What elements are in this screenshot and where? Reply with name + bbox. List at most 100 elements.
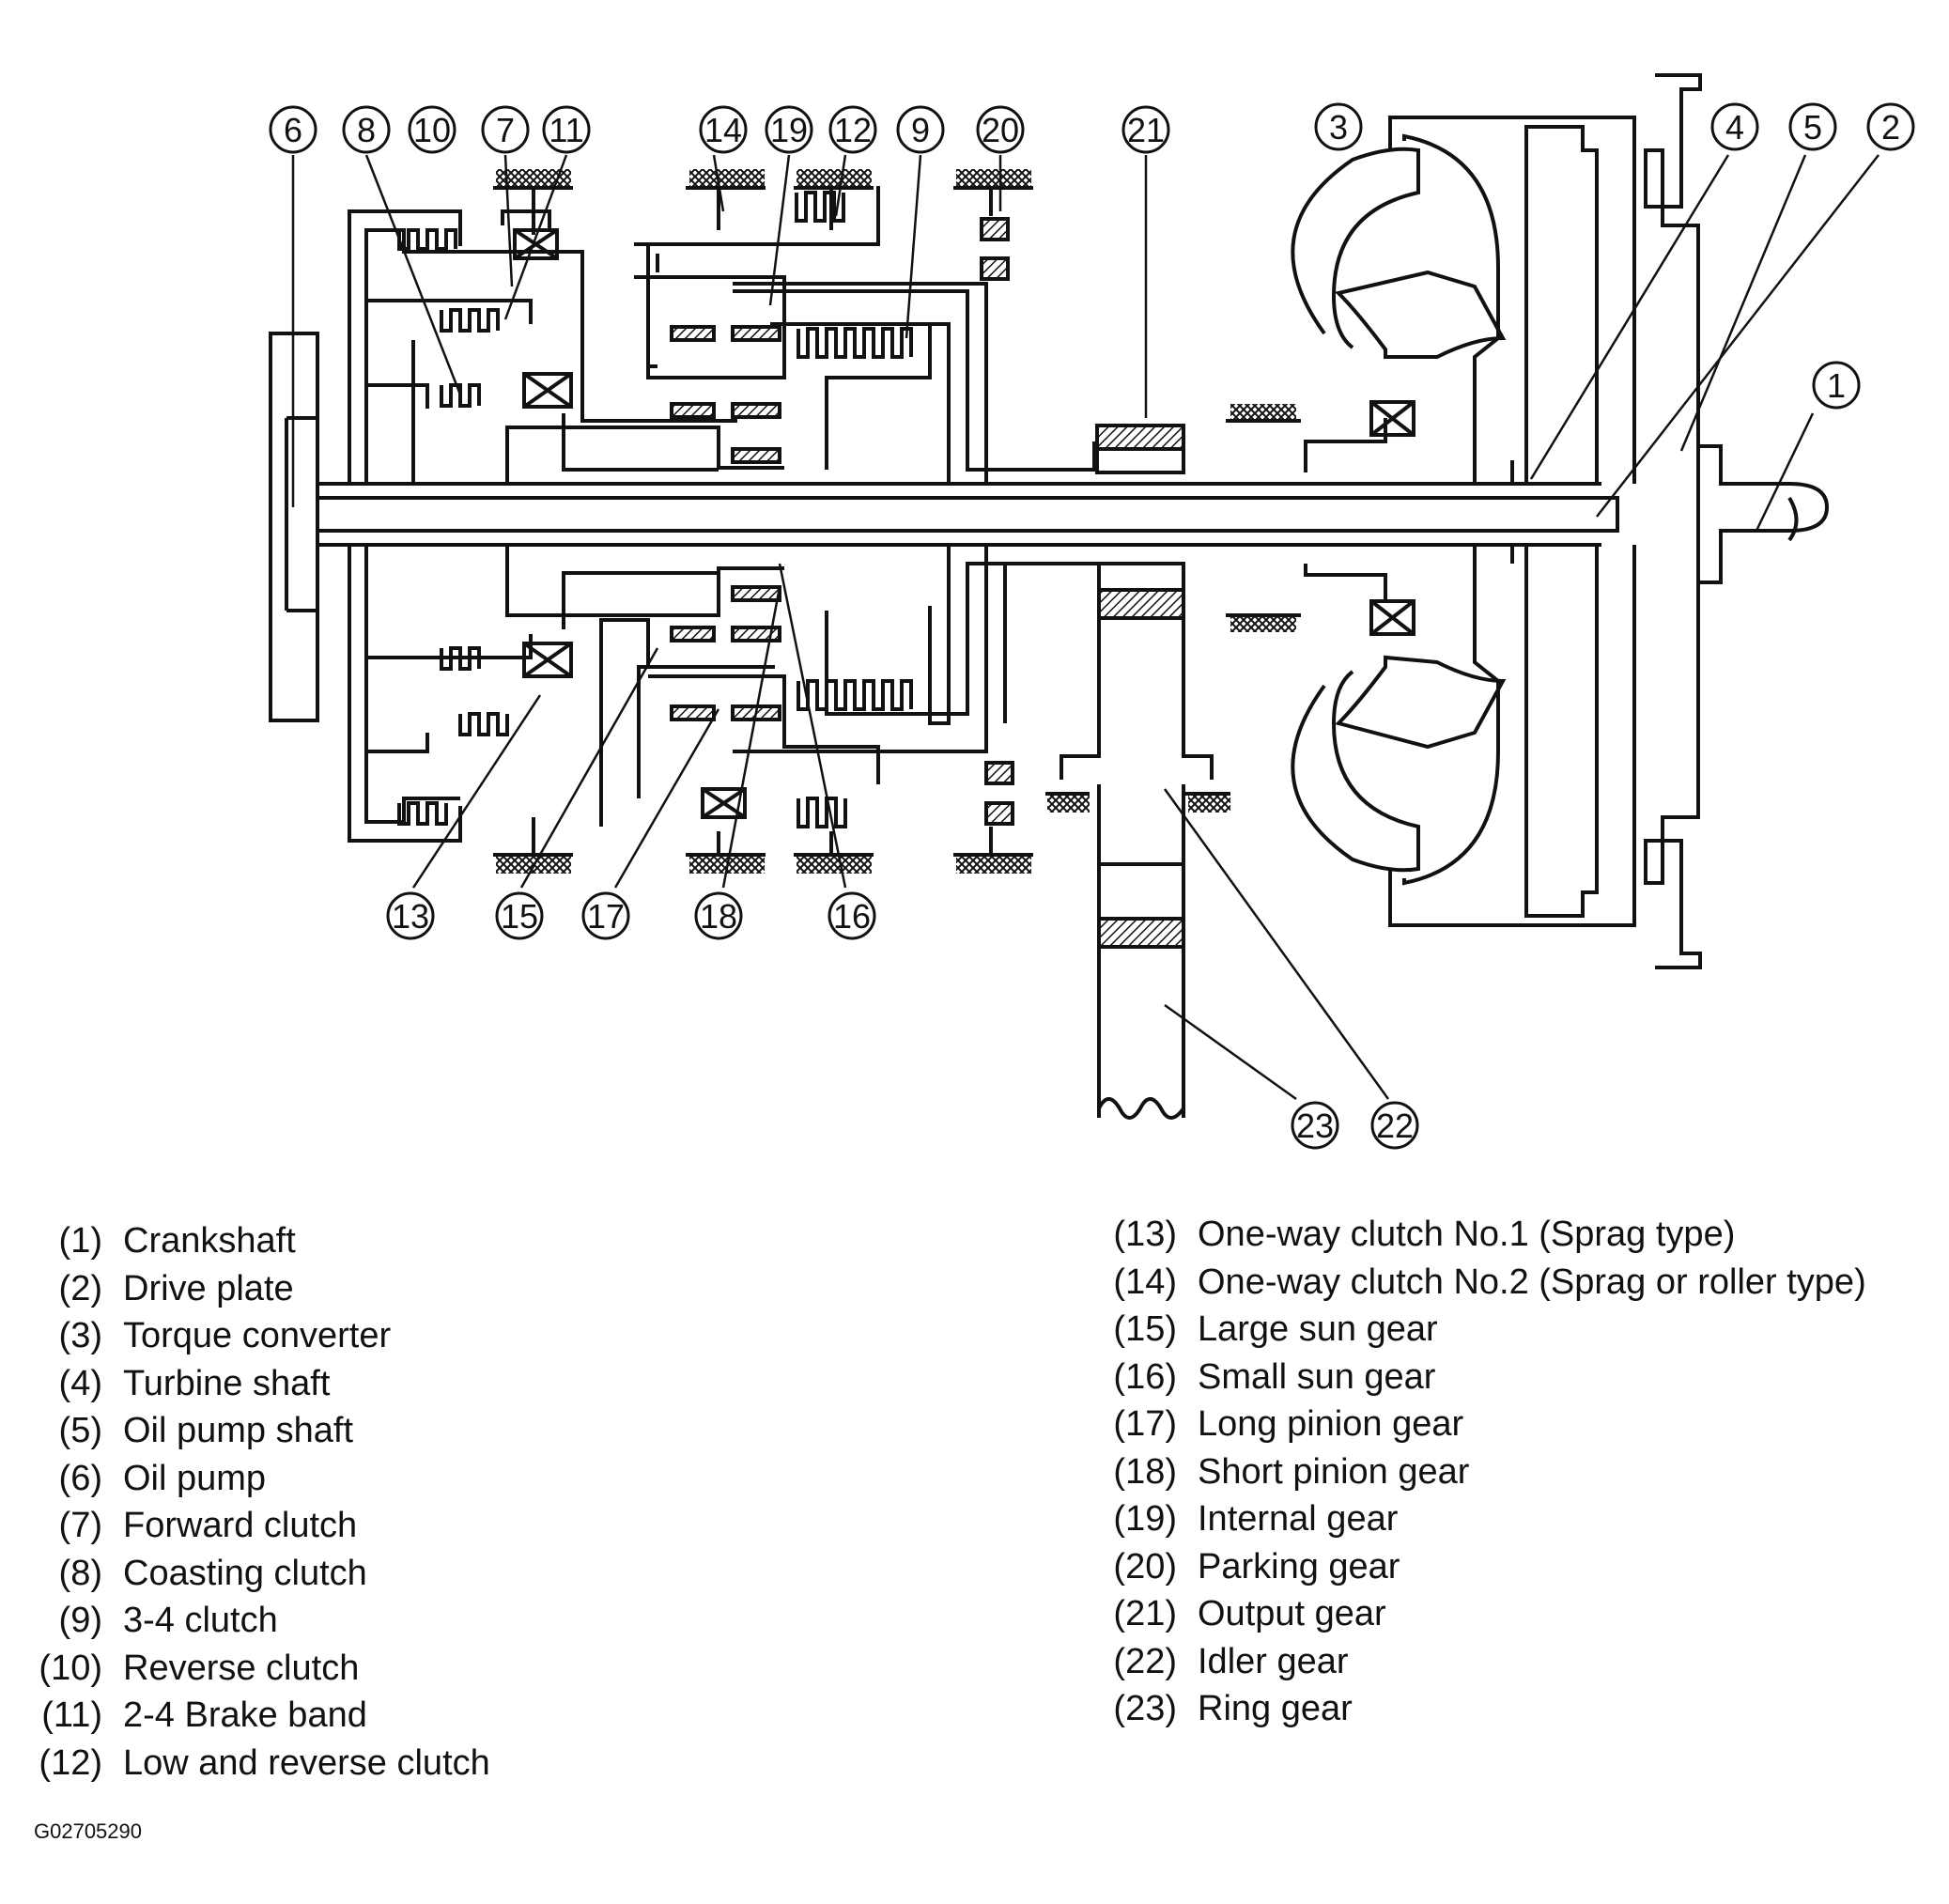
legend-label: Small sun gear (1198, 1356, 1436, 1397)
svg-text:21: 21 (1127, 111, 1165, 149)
callout-15: 15 (495, 891, 544, 940)
svg-text:6: 6 (284, 111, 302, 149)
legend-label: Parking gear (1198, 1546, 1400, 1587)
legend-item: (10)Reverse clutch (32, 1649, 490, 1696)
legend-item: (5) Oil pump shaft (32, 1411, 490, 1459)
legend-number: (23) (1113, 1689, 1177, 1728)
svg-text:2: 2 (1881, 108, 1900, 147)
callout-7: 7 (481, 105, 530, 154)
legend-number: (8) (58, 1553, 102, 1593)
svg-text:11: 11 (549, 111, 583, 149)
svg-text:22: 22 (1376, 1107, 1414, 1145)
legend-number: (11) (41, 1695, 102, 1735)
legend-label: Output gear (1198, 1594, 1386, 1633)
legend-label: Oil pump shaft (123, 1411, 353, 1450)
legend-label: Forward clutch (123, 1506, 358, 1545)
svg-text:19: 19 (770, 111, 808, 149)
legend-number: (6) (58, 1458, 102, 1498)
legend-item: (1)Crankshaft (32, 1221, 490, 1269)
legend-item: (18) Short pinion gear (1106, 1452, 1866, 1500)
legend-number: (16) (1113, 1356, 1177, 1397)
legend-number: (20) (1113, 1546, 1177, 1587)
legend-number: (15) (1113, 1309, 1177, 1349)
legend-item: (3)Torque converter (32, 1316, 490, 1364)
idler-gear (1003, 562, 1214, 1120)
svg-text:20: 20 (982, 111, 1019, 149)
legend-item: (17) Long pinion gear (1106, 1404, 1866, 1452)
legend-label: One-way clutch No.1 (Sprag type) (1198, 1215, 1736, 1254)
legend-item: (20) Parking gear (1106, 1547, 1866, 1595)
callout-23: 23 (1291, 1101, 1339, 1150)
svg-text:5: 5 (1803, 108, 1822, 147)
callout-11: 11 (542, 105, 591, 154)
legend-number: (2) (58, 1268, 102, 1308)
legend-number: (9) (58, 1601, 102, 1640)
legend-label: Low and reverse clutch (123, 1742, 490, 1783)
transmission-diagram: 6 8 10 7 11 14 19 12 9 20 21 3 4 5 2 1 1… (269, 73, 1915, 1150)
legend-number: (12) (39, 1742, 102, 1783)
callout-4: 4 (1710, 102, 1759, 151)
callout-1: 1 (1812, 361, 1861, 410)
callout-17: 17 (581, 891, 630, 940)
legend-number: (7) (58, 1506, 102, 1545)
legend-label: Crankshaft (123, 1221, 296, 1261)
legend-label: Ring gear (1198, 1689, 1353, 1728)
torque-converter (1291, 116, 1636, 927)
legend-item: (11) 2-4 Brake band (32, 1695, 490, 1743)
svg-text:8: 8 (357, 111, 376, 149)
legend-item: (12) Low and reverse clutch (32, 1742, 490, 1791)
legend-item: (8)Coasting clutch (32, 1554, 490, 1602)
callout-2: 2 (1866, 102, 1915, 151)
legend-number: (5) (58, 1411, 102, 1450)
callout-5: 5 (1788, 102, 1837, 151)
svg-text:9: 9 (911, 111, 930, 149)
svg-text:15: 15 (501, 897, 538, 936)
legend-item: (22)Idler gear (1106, 1642, 1866, 1690)
callout-12: 12 (828, 105, 877, 154)
legend-number: (10) (39, 1648, 102, 1688)
svg-text:12: 12 (834, 111, 872, 149)
planetary-gears (670, 217, 1014, 826)
legend-item: (9)3-4 clutch (32, 1601, 490, 1649)
legend-label: Short pinion gear (1198, 1451, 1470, 1492)
svg-text:17: 17 (587, 897, 625, 936)
callout-9: 9 (896, 105, 945, 154)
legend-number: (13) (1113, 1215, 1177, 1254)
callout-13: 13 (386, 891, 435, 940)
callout-6: 6 (269, 105, 317, 154)
ground-symbols (493, 169, 1301, 874)
legend-label: Large sun gear (1198, 1309, 1438, 1349)
callout-19: 19 (765, 105, 813, 154)
legend-label: 2-4 Brake band (123, 1695, 367, 1735)
legend-label: Internal gear (1198, 1499, 1399, 1539)
svg-text:16: 16 (833, 897, 871, 936)
legend-item: (7) Forward clutch (32, 1506, 490, 1554)
svg-text:18: 18 (700, 897, 737, 936)
clutch-plates (397, 191, 913, 828)
legend-label: Drive plate (123, 1268, 294, 1308)
svg-text:10: 10 (413, 111, 451, 149)
legend-label: One-way clutch No.2 (Sprag or roller typ… (1198, 1262, 1866, 1302)
legend-label: Long pinion gear (1198, 1404, 1464, 1444)
one-way-clutches (513, 228, 1415, 819)
callout-8: 8 (342, 105, 391, 154)
callout-16: 16 (828, 891, 876, 940)
legend-label: Torque converter (123, 1316, 392, 1355)
callout-markers: 6 8 10 7 11 14 19 12 9 20 21 3 4 5 2 1 1… (269, 102, 1915, 1150)
legend-number: (14) (1113, 1262, 1177, 1302)
svg-text:1: 1 (1827, 366, 1846, 405)
callout-21: 21 (1121, 105, 1170, 154)
callout-18: 18 (694, 891, 743, 940)
legend-number: (22) (1113, 1641, 1177, 1681)
svg-text:4: 4 (1725, 108, 1744, 147)
legend-number: (17) (1113, 1404, 1177, 1444)
callout-10: 10 (408, 105, 456, 154)
legend-number: (18) (1113, 1451, 1177, 1492)
callout-22: 22 (1370, 1101, 1419, 1150)
svg-text:14: 14 (704, 111, 742, 149)
svg-text:7: 7 (496, 111, 515, 149)
leader-lines (291, 154, 1879, 1101)
legend-item: (23) Ring gear (1106, 1689, 1866, 1737)
upper-clutch-pack (348, 186, 1096, 484)
figure-code: G02705290 (34, 1819, 142, 1843)
